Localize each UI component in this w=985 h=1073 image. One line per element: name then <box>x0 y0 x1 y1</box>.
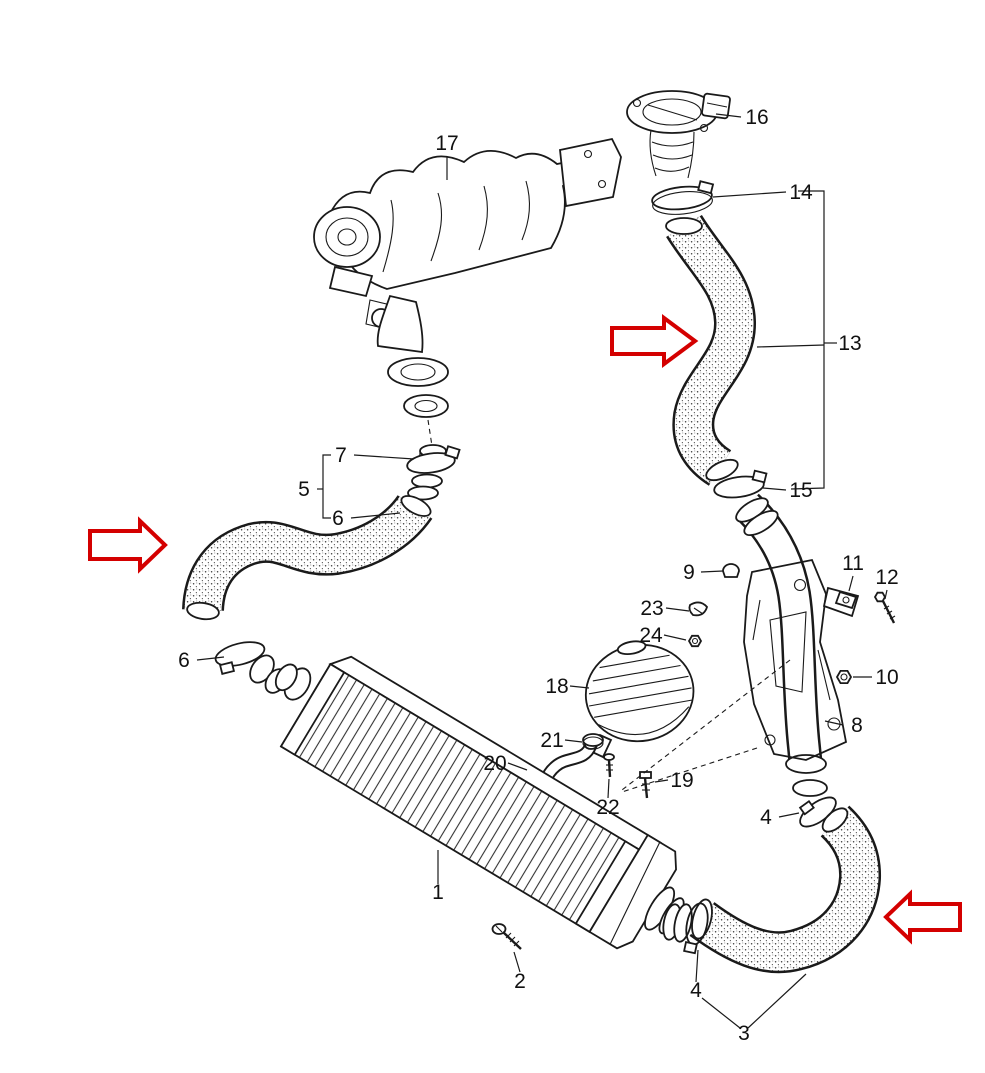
turbo-outlet-pipe <box>376 294 424 354</box>
callout-16[interactable]: 16 <box>745 106 768 129</box>
nut-24 <box>687 634 703 648</box>
turbo-inlet <box>313 206 381 268</box>
hose-clamp-4-lower <box>683 902 709 955</box>
screw-22 <box>603 753 615 778</box>
callout-2[interactable]: 2 <box>514 970 526 993</box>
callout-15[interactable]: 15 <box>789 479 812 502</box>
outlet-ring <box>673 903 693 943</box>
callout-5[interactable]: 5 <box>298 478 310 501</box>
throttle-connector <box>701 92 731 120</box>
callout-18[interactable]: 18 <box>545 675 568 698</box>
nut-10 <box>835 670 853 684</box>
clamp-21 <box>582 733 604 750</box>
callout-9[interactable]: 9 <box>683 561 695 584</box>
callout-20[interactable]: 20 <box>483 752 506 775</box>
flow-arrow-left-icon <box>88 516 168 574</box>
callout-6-clamp[interactable]: 6 <box>178 649 190 672</box>
callout-12[interactable]: 12 <box>875 566 898 589</box>
charge-air-hose-left <box>182 494 433 621</box>
throttle-valve <box>626 90 731 179</box>
callout-7[interactable]: 7 <box>335 444 347 467</box>
hose-clamp-7 <box>406 445 461 474</box>
charge-pipe <box>735 493 828 797</box>
callout-11[interactable]: 11 <box>842 552 864 575</box>
flow-arrow-lower-icon <box>883 889 962 945</box>
callout-24[interactable]: 24 <box>639 624 663 647</box>
screw-2 <box>491 923 522 950</box>
callout-6-hose[interactable]: 6 <box>332 507 344 530</box>
callout-17[interactable]: 17 <box>435 132 458 155</box>
charge-air-hose-upper <box>665 214 756 486</box>
callout-10[interactable]: 10 <box>875 666 898 689</box>
callout-13[interactable]: 13 <box>838 332 861 355</box>
callout-1[interactable]: 1 <box>432 881 444 904</box>
retainer-11 <box>834 590 858 610</box>
callout-23[interactable]: 23 <box>640 597 663 620</box>
callouts: 17 16 14 13 15 7 5 6 6 9 11 12 23 24 10 … <box>178 106 899 1045</box>
clip-23 <box>688 601 709 617</box>
bolt-19 <box>639 771 652 799</box>
resonator <box>584 640 695 743</box>
callout-4-lower[interactable]: 4 <box>690 979 702 1002</box>
callout-8[interactable]: 8 <box>851 714 863 737</box>
callout-3[interactable]: 3 <box>738 1022 750 1045</box>
leader-lines <box>196 113 888 1029</box>
callout-19[interactable]: 19 <box>670 769 693 792</box>
cooler-end-tank <box>588 833 677 950</box>
flow-arrows <box>88 314 962 945</box>
callout-21[interactable]: 21 <box>540 729 563 752</box>
charge-air-hose-lower <box>689 805 882 974</box>
flow-arrow-upper-icon <box>610 314 699 368</box>
hose-clamp-6 <box>214 641 266 675</box>
exhaust-manifold-turbo <box>313 137 622 447</box>
callout-22[interactable]: 22 <box>596 796 619 819</box>
hose-clamp-14 <box>651 180 715 215</box>
hose-clamp-4-upper <box>798 796 837 828</box>
alignment-line <box>621 747 758 793</box>
callout-4-upper[interactable]: 4 <box>760 806 772 829</box>
hose-clamp-15 <box>713 469 768 499</box>
callout-14[interactable]: 14 <box>789 181 813 204</box>
cap-9 <box>722 563 740 578</box>
manifold-flange <box>559 137 622 208</box>
screw-12 <box>873 591 896 624</box>
